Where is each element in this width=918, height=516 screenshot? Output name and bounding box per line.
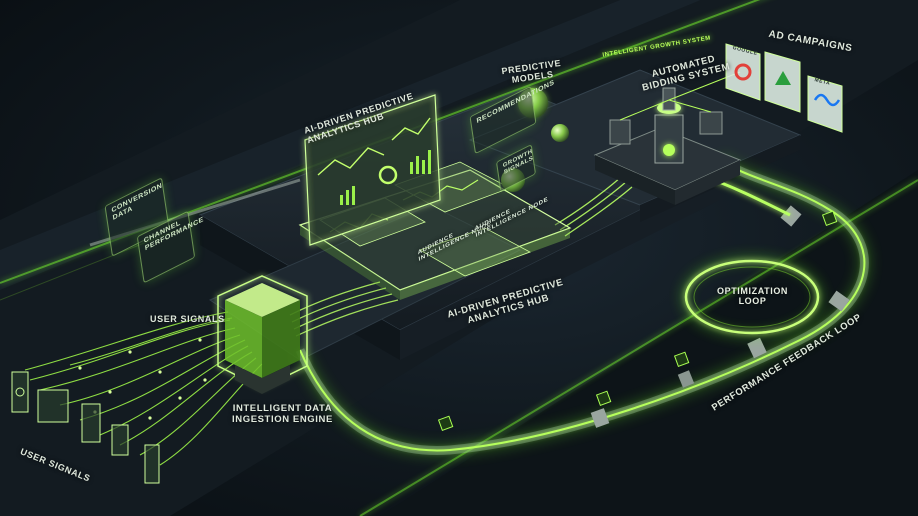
feedback-pipe — [293, 154, 872, 458]
ad-cards — [725, 43, 843, 133]
ingestion-cube — [217, 275, 308, 394]
ingestion-engine-label: INTELLIGENT DATA INGESTION ENGINE — [232, 403, 333, 425]
check-markers — [437, 210, 838, 431]
bidding-machine — [593, 71, 742, 205]
device-icons — [11, 371, 160, 484]
analytics-dashboard — [304, 94, 441, 246]
bidding-flows — [554, 177, 633, 237]
optimization-loop-label: OPTIMIZATION LOOP — [717, 286, 789, 307]
user-signals-top-label: USER SIGNALS — [150, 314, 225, 324]
optimization-loop-ring — [681, 256, 823, 338]
